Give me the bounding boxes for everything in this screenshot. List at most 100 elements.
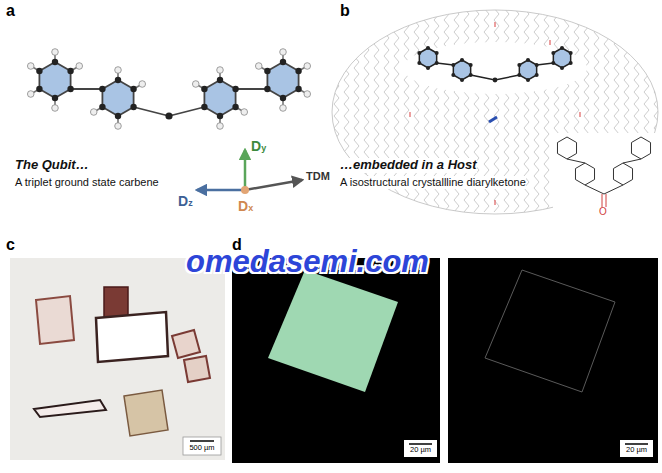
carbon-atom [417,51,421,55]
structure-ground [553,133,657,229]
carbon-atom [551,61,555,65]
host-chain [334,8,339,212]
carbon-atom [426,66,430,70]
hydrogen-atom [217,123,224,130]
aromatic-ring [267,62,298,98]
carbon-atom [551,51,555,55]
scale-box [404,440,437,457]
bond [623,159,641,163]
carbon-atom [451,73,455,77]
carbon-atom [217,77,223,83]
carbon-atom [67,86,73,92]
crystal [34,400,106,417]
hydrogen-atom [115,123,122,130]
dx-dot [241,186,249,194]
hydrogen-atom [27,63,34,70]
diarylketone-structure [557,137,650,207]
ring [631,137,650,159]
scale-bar [190,440,214,442]
bond [71,88,103,90]
bond [134,107,169,116]
carbon-atom [232,86,238,92]
hydrogen-atom [90,109,97,116]
carbonyl-bond [602,194,603,207]
caption-text: O [599,206,607,218]
carbon-atom [201,104,207,110]
dz-arrow [197,189,245,192]
hydrogen-atom [192,81,199,88]
carbon-atom [232,104,238,110]
aromatic-ring [204,80,235,116]
carbon-atom [115,77,121,83]
scale-box [183,437,221,455]
caption-text: A isostructural crystallline diarylketon… [340,176,526,189]
crystal-emission [268,270,398,392]
aromatic-ring [553,48,570,68]
ring [575,163,594,185]
guest-cavity [403,42,587,94]
hydrogen-atom [217,67,224,74]
carbon-atom [469,73,473,77]
carbon-atom [469,63,473,67]
crystal [184,356,210,382]
micrograph-ground [232,258,440,463]
dy-arrow [244,150,247,190]
hydrogen-atom [76,63,83,70]
carbene-carbon [493,78,498,83]
crystal [172,330,200,358]
carbon-atom [517,63,521,67]
carbon-atom [517,73,521,77]
carbonyl-mark [549,40,550,45]
carbon-atom [435,51,439,55]
carbon-atom [264,86,270,92]
carbon-atom [526,78,530,82]
scale-label: 20 µm [404,446,437,455]
carbon-atom [130,86,136,92]
caption-text: A triplet ground state carbene [15,176,159,189]
photo-ground [10,258,225,460]
guest-molecule [417,46,572,82]
carbon-atom [569,61,573,65]
carbon-atom [460,78,464,82]
carbon-atom [295,68,301,74]
spin-marker [489,117,497,122]
aromatic-ring [453,60,470,80]
aromatic-ring [519,60,536,80]
crystal-outline [485,270,615,392]
carbon-atom [417,61,421,65]
scale-label: 500 µm [183,444,221,453]
carbon-atom [295,86,301,92]
hydrogen-atom [280,49,287,56]
axis-label: Dx [238,198,253,214]
carbon-atom [264,68,270,74]
hydrogen-atom [52,49,59,56]
scale-bar [625,443,648,445]
carbon-atom [435,61,439,65]
crystal-photo [10,258,225,460]
micrograph-ground [448,258,658,463]
carbon-atom [451,63,455,67]
bond [236,88,268,90]
panel-letter: b [340,2,350,20]
carbonyl-bond [606,194,607,207]
panel-letter: a [6,2,15,20]
scale-box [620,440,653,457]
carbon-atom [426,46,430,50]
carbon-atom [526,58,530,62]
ring [613,163,632,185]
carbon-atom [201,86,207,92]
host-chain [544,8,549,212]
hydrogen-atom [304,63,311,70]
ring [557,137,576,159]
carbon-atom [569,51,573,55]
axis-label: TDM [306,170,330,183]
carbon-atom [217,113,223,119]
hydrogen-atom [52,105,59,112]
caption-text: The Qubit… [15,158,89,173]
carbonyl-mark [494,22,495,27]
carbon-atom [535,73,539,77]
carbon-atom [52,59,58,65]
bond [169,107,204,116]
